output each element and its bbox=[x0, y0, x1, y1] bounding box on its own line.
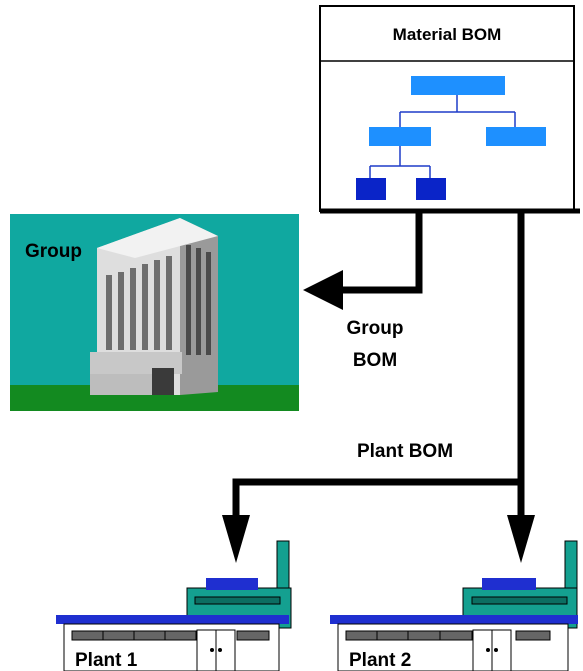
group-bom-label-line1: Group bbox=[347, 318, 404, 339]
material-bom-box: Material BOM bbox=[319, 5, 575, 212]
material-bom-frame bbox=[319, 5, 575, 212]
connector-arrows bbox=[222, 208, 580, 563]
material-bom-title: Material BOM bbox=[393, 25, 502, 44]
group-bom-label-line2: BOM bbox=[353, 350, 397, 371]
bom-tree-lines bbox=[369, 95, 516, 178]
plant1-arrowhead bbox=[222, 515, 250, 563]
bom-node-level2-right bbox=[486, 127, 546, 146]
plant1-arrow bbox=[232, 478, 521, 518]
group-label: Group bbox=[25, 241, 82, 262]
group-bom-arrow bbox=[338, 211, 423, 294]
factory-icon bbox=[330, 540, 578, 671]
plant-1-label: Plant 1 bbox=[75, 650, 138, 671]
group-bom-arrowhead bbox=[303, 270, 343, 310]
office-building-icon bbox=[90, 218, 218, 395]
bom-node-level2-left bbox=[369, 127, 431, 146]
plant-1: Plant 1 bbox=[56, 540, 292, 671]
group-picture: Group bbox=[10, 214, 299, 411]
plant-2: Plant 2 bbox=[330, 540, 578, 671]
plant-2-label: Plant 2 bbox=[349, 650, 411, 671]
factory-icon bbox=[56, 540, 292, 671]
plant-bom-label: Plant BOM bbox=[357, 441, 453, 462]
bom-node-root bbox=[411, 76, 505, 95]
bom-node-level3-left bbox=[356, 178, 386, 200]
bom-node-level3-right bbox=[416, 178, 446, 200]
plant2-arrowhead bbox=[507, 515, 535, 563]
